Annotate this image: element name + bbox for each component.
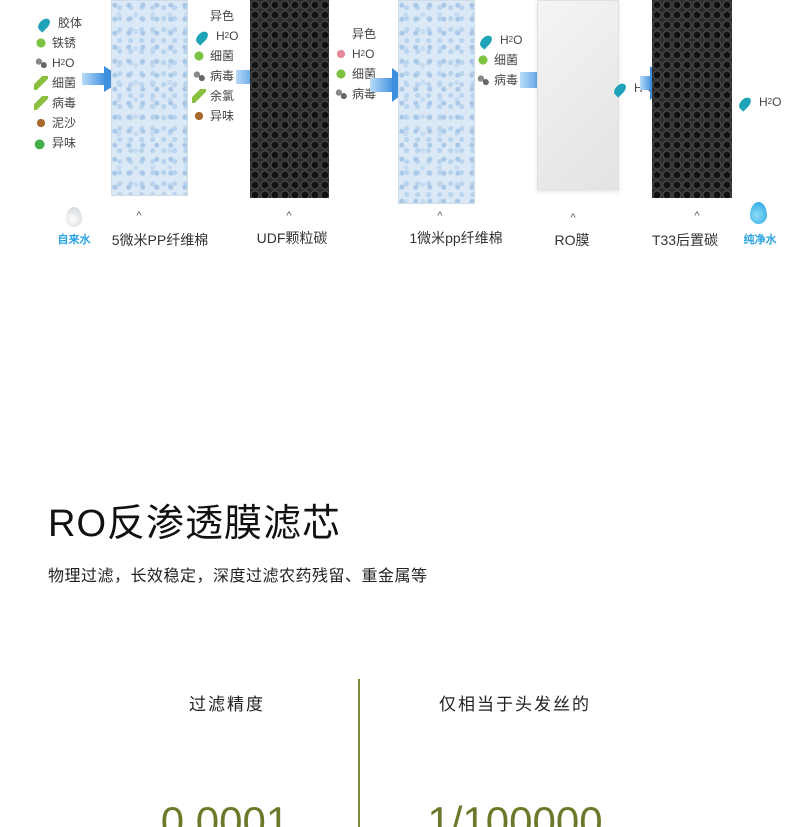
germ-icon (192, 49, 206, 63)
caption-pp-1um: 1微米pp纤维棉 (409, 230, 503, 246)
sediment-icon (34, 116, 48, 130)
impurity-item: 异色 (352, 27, 377, 41)
tap-water-label: 自来水 (57, 234, 91, 246)
impurity-item: 细菌 (334, 64, 376, 84)
caret-marker: ^ (570, 212, 576, 224)
germ-icon (34, 36, 48, 50)
impurity-item: 病毒 (192, 66, 238, 86)
impurity-item: 异味 (192, 106, 238, 126)
caption-t33-carbon: T33后置碳 (651, 232, 719, 248)
caption-pp-5um: 5微米PP纤维棉 (111, 232, 209, 248)
drop-icon (611, 80, 629, 98)
impurity-item: 病毒 (476, 70, 522, 90)
filter-panel-udf-carbon (250, 0, 329, 198)
filter-panel-pp-5um (111, 0, 188, 196)
impurity-item: 细菌 (34, 73, 82, 93)
impurity-item: 胶体 (34, 13, 82, 33)
section-title: RO反渗透膜滤芯 (48, 503, 342, 545)
section-subtitle: 物理过滤，长效稳定，深度过滤农药残留、重金属等 (48, 568, 428, 585)
impurity-item: 细菌 (192, 46, 238, 66)
frog-icon (34, 136, 48, 150)
stat-label: 过滤精度 (189, 695, 265, 714)
particle-icon (334, 87, 348, 101)
filter-panel-t33-carbon (652, 0, 732, 198)
stat-label: 仅相当于头发丝的 (439, 695, 591, 714)
leaf-icon (192, 89, 206, 103)
impurity-item: 异色 (210, 9, 235, 23)
sediment-icon (192, 109, 206, 123)
impurity-item: 异味 (34, 133, 82, 153)
caret-marker: ^ (437, 210, 443, 222)
impurity-item: 余氯 (192, 86, 238, 106)
germ-icon (476, 53, 490, 67)
leaf-icon (34, 96, 48, 110)
filter-panel-ro-membrane (537, 0, 619, 190)
caret-marker: ^ (136, 210, 142, 222)
particle-icon (476, 73, 490, 87)
caret-marker: ^ (286, 210, 292, 222)
impurity-item: 泥沙 (34, 113, 82, 133)
particle-icon (34, 56, 48, 70)
leaf-icon (34, 76, 48, 90)
caret-marker: ^ (694, 210, 700, 222)
pink-icon (334, 47, 348, 61)
impurity-item: 铁锈 (34, 33, 82, 53)
germ-icon (334, 67, 348, 81)
caption-udf-carbon: UDF颗粒碳 (256, 230, 328, 246)
impurity-item: 病毒 (34, 93, 82, 113)
drop-icon (736, 94, 754, 112)
particle-icon (192, 69, 206, 83)
stat-block-comparison: 仅相当于头发丝的 1/100000 (360, 690, 670, 827)
tap-water-drop-icon (66, 207, 82, 227)
stat-divider (358, 679, 360, 827)
drop-icon (193, 28, 211, 46)
pure-water-drop-icon (750, 202, 767, 224)
pure-water-label: 纯净水 (743, 234, 777, 246)
drop-icon (477, 32, 495, 50)
impurity-item: 细菌 (476, 50, 522, 70)
drop-icon (35, 15, 53, 33)
stat-value: 1/100000 (427, 798, 603, 827)
stat-block-precision: 过滤精度 0.0001 (60, 690, 390, 827)
caption-ro-membrane: RO膜 (554, 232, 590, 248)
filter-panel-pp-1um (398, 0, 475, 204)
stat-value: 0.0001 (160, 798, 290, 827)
